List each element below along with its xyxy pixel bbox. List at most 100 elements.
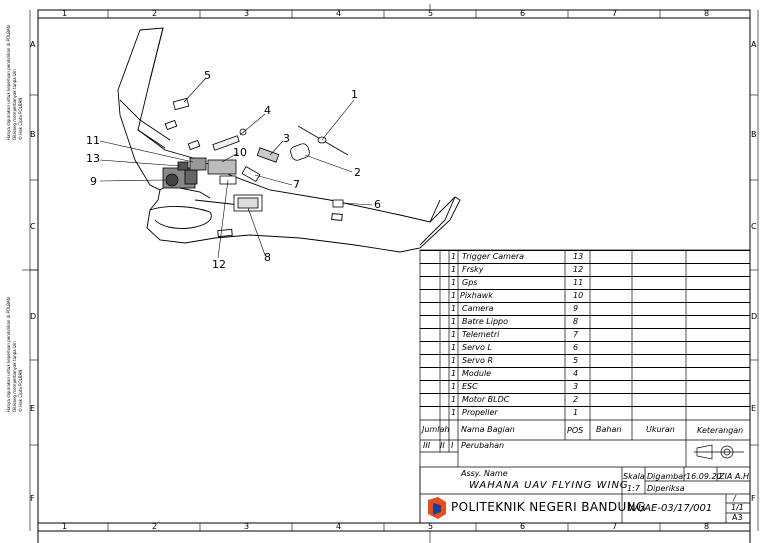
assy-label: Assy. Name — [461, 469, 508, 478]
callout-5: 5 — [204, 69, 211, 82]
header-pos: POS — [567, 426, 584, 435]
zone-letter: A — [751, 40, 757, 49]
bom-qty: 1 — [451, 265, 457, 274]
bom-name: Module — [462, 369, 492, 378]
zone-number: 6 — [520, 9, 526, 18]
bom-pos: 3 — [573, 382, 579, 391]
callout-13: 13 — [86, 152, 100, 165]
bom-row: 1 Gps 11 — [420, 276, 750, 290]
side-note: Hanya digunakan untuk keperluan pendidik… — [6, 297, 11, 412]
revision-mark: III — [423, 441, 431, 450]
revision-mark: II — [440, 441, 445, 450]
callout-12: 12 — [212, 258, 226, 271]
zone-number: 4 — [336, 522, 342, 531]
paper-size: A3 — [732, 513, 743, 522]
bom-name: Propeller — [462, 408, 498, 417]
zone-number: 6 — [520, 522, 526, 531]
projection-symbol — [694, 444, 744, 460]
callout-3: 3 — [283, 132, 290, 145]
side-note: © Hak Cipta POLBAN — [18, 369, 23, 412]
bom-pos: 9 — [573, 304, 579, 313]
callout-11: 11 — [86, 134, 100, 147]
header-jumlah: Jumlah — [422, 425, 450, 434]
bom-row: 1 Frsky 12 — [420, 263, 750, 277]
drawing-number: WI/AE-03/17/001 — [628, 503, 713, 514]
bom-pos: 8 — [573, 317, 579, 326]
bom-pos: 4 — [573, 369, 579, 378]
bom-name: Batre Lippo — [462, 317, 509, 326]
callout-10: 10 — [233, 146, 247, 159]
bom-name: Camera — [462, 304, 494, 313]
skala-label: Skala — [623, 472, 645, 481]
bom-row: 1 Pixhawk 10 — [420, 289, 750, 303]
uav-components — [162, 97, 349, 212]
polban-logo — [428, 497, 446, 519]
bom-name: Motor BLDC — [462, 395, 510, 404]
assy-name: WAHANA UAV FLYING WING — [469, 480, 629, 491]
zone-number: 1 — [62, 522, 68, 531]
side-note: Dilarang memperbanyak tanpa izin — [12, 69, 17, 140]
bom-name: Pixhawk — [460, 291, 493, 300]
bom-pos: 12 — [573, 265, 584, 274]
bom-qty: 1 — [451, 395, 457, 404]
bom-qty: 1 — [451, 343, 457, 352]
bom-pos: 11 — [573, 278, 584, 287]
bom-row: 1 ESC 3 — [420, 380, 750, 394]
revision-mark: I — [451, 441, 454, 450]
bom-name: Frsky — [462, 265, 484, 274]
zone-number: 8 — [704, 522, 710, 531]
bom-name: Telemetri — [462, 330, 500, 339]
header-ukuran: Ukuran — [646, 425, 675, 434]
header-nama: Nama Bagian — [461, 425, 515, 434]
side-note: Dilarang memperbanyak tanpa izin — [12, 341, 17, 412]
bom-pos: 13 — [573, 252, 584, 261]
bom-name: Servo L — [462, 343, 492, 352]
bom-pos: 1 — [573, 408, 579, 417]
sheet-mark: / — [733, 494, 736, 503]
bom-row: 1 Servo R 5 — [420, 354, 750, 368]
institution-name: POLITEKNIK NEGERI BANDUNG — [451, 500, 646, 514]
bom-qty: 1 — [451, 291, 457, 300]
callout-4: 4 — [264, 104, 271, 117]
bom-name: ESC — [462, 382, 478, 391]
digambar-name: ZIA A.H — [719, 472, 750, 481]
callout-8: 8 — [264, 251, 271, 264]
zone-letter: C — [751, 222, 757, 231]
zone-letter: D — [30, 312, 37, 321]
digambar-date: 16.09.20 — [686, 472, 722, 481]
bom-row: 1 Propeller 1 — [420, 406, 750, 420]
bom-row: 1 Module 4 — [420, 367, 750, 381]
bom-pos: 6 — [573, 343, 579, 352]
header-bahan: Bahan — [596, 425, 622, 434]
zone-letter: F — [751, 494, 756, 503]
bom-pos: 7 — [573, 330, 579, 339]
bom-qty: 1 — [451, 369, 457, 378]
zone-letter: B — [751, 130, 757, 139]
zone-letter: C — [30, 222, 36, 231]
skala-value: 1:7 — [627, 484, 640, 493]
bom-qty: 1 — [451, 382, 457, 391]
bom-row: 1 Telemetri 7 — [420, 328, 750, 342]
callout-7: 7 — [293, 178, 300, 191]
zone-number: 7 — [612, 9, 618, 18]
bom-row: 1 Trigger Camera 13 — [420, 250, 750, 264]
bom-row: 1 Batre Lippo 8 — [420, 315, 750, 329]
bom-qty: 1 — [451, 317, 457, 326]
callout-2: 2 — [354, 166, 361, 179]
zone-number: 7 — [612, 522, 618, 531]
zone-letter: F — [30, 494, 35, 503]
bom-qty: 1 — [451, 252, 457, 261]
zone-number: 2 — [152, 9, 158, 18]
zone-number: 3 — [244, 522, 250, 531]
bom-name: Trigger Camera — [462, 252, 525, 261]
bom-qty: 1 — [451, 330, 457, 339]
sheet-number: 1/1 — [731, 503, 744, 512]
bom-qty: 1 — [451, 356, 457, 365]
callout-9: 9 — [90, 175, 97, 188]
revision-label: Perubahan — [461, 441, 505, 450]
zone-letter: A — [30, 40, 36, 49]
bom-row: 1 Camera 9 — [420, 302, 750, 316]
zone-number: 5 — [428, 522, 434, 531]
side-note: © Hak Cipta POLBAN — [18, 97, 23, 140]
